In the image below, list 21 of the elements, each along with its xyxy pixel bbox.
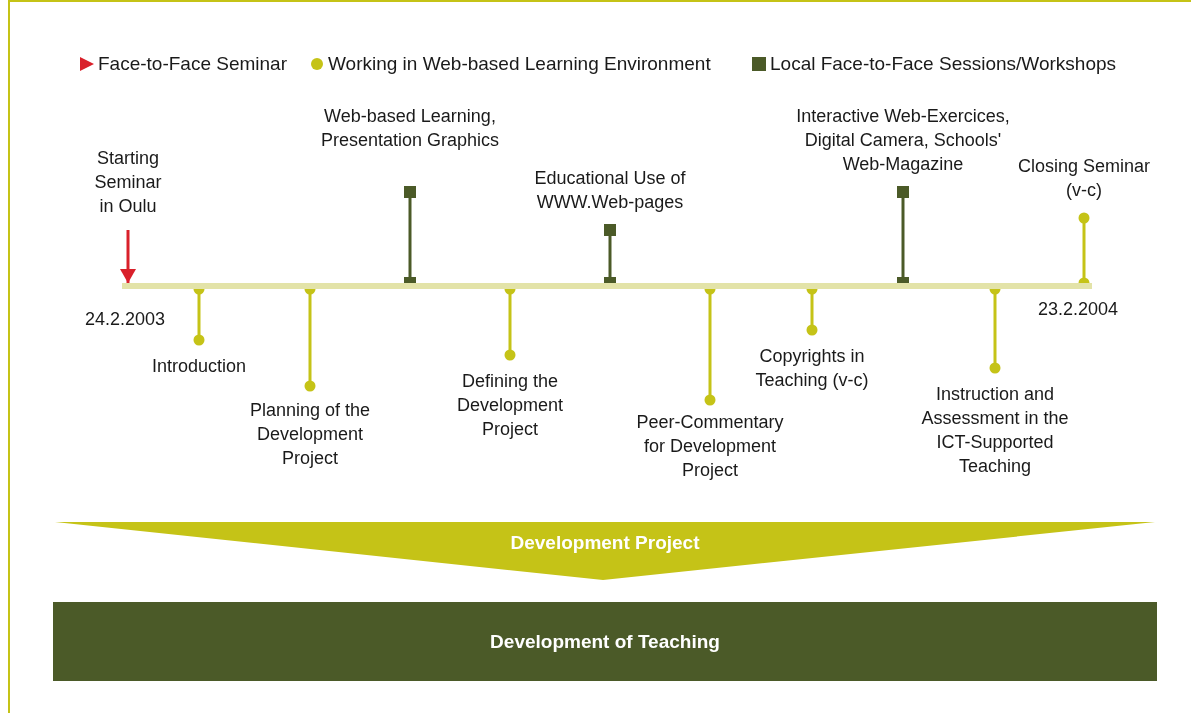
event-label: Starting Seminar in Oulu — [93, 147, 163, 218]
banner-title: Development Project — [509, 532, 701, 554]
date-label: 23.2.2004 — [1038, 299, 1119, 320]
event-label: Instruction and Assessment in the ICT-Supported Teaching — [920, 383, 1070, 478]
result-bar — [53, 602, 1157, 681]
bar-title: Development of Teaching — [489, 631, 721, 653]
event-label: Interactive Web-Exercices, Digital Camera, Schools' Web-Magazine — [795, 105, 1011, 176]
event-label: Peer-Commentary for Development Project — [635, 411, 785, 482]
event-label: Planning of the Development Project — [248, 399, 372, 470]
arrow — [120, 230, 136, 283]
legend-label: Local Face-to-Face Sessions/Workshops — [770, 53, 1117, 75]
event-label: Defining the Development Project — [455, 370, 565, 441]
date-label: 24.2.2003 — [85, 309, 166, 330]
event-label: Introduction — [150, 355, 248, 378]
event-label: Educational Use of WWW.Web-pages — [533, 167, 687, 214]
legend-label: Face-to-Face Seminar — [98, 53, 287, 75]
event-label: Closing Seminar (v-c) — [1016, 155, 1152, 202]
legend-label: Working in Web-based Learning Environment — [328, 53, 711, 75]
event-label: Copyrights in Teaching (v-c) — [754, 345, 870, 392]
timeline-bar — [122, 283, 1092, 289]
event-label: Web-based Learning, Presentation Graphics — [319, 105, 501, 152]
